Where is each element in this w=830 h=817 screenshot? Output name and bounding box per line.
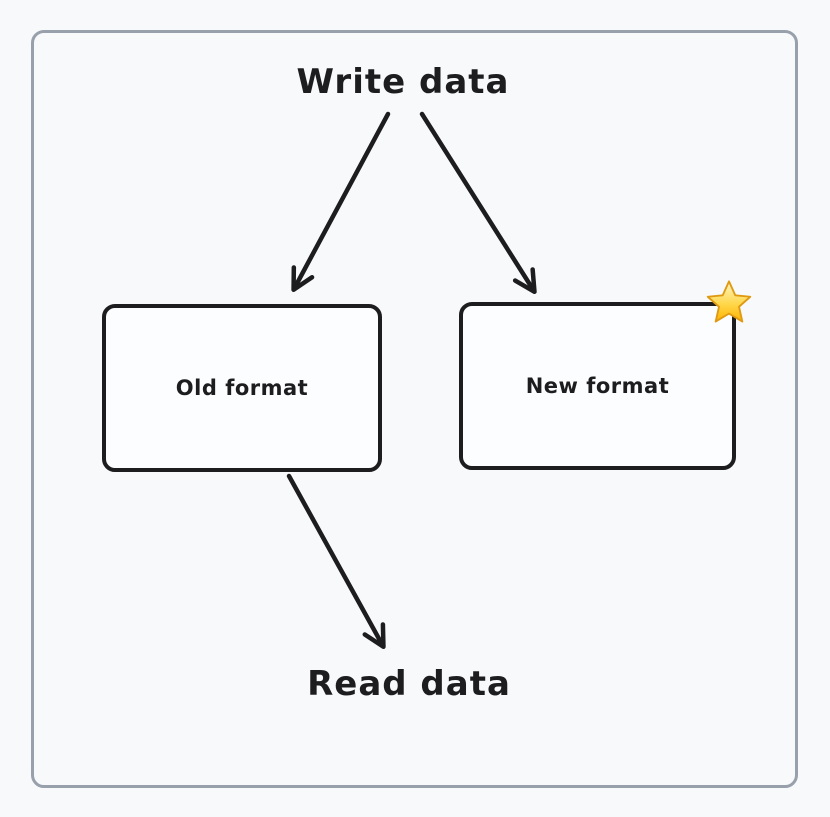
node-old-format-label: Old format — [175, 376, 309, 400]
node-old-format: Old format — [102, 304, 382, 472]
diagram-frame — [31, 30, 798, 788]
node-new-format-label: New format — [525, 374, 670, 398]
node-new-format: New format — [459, 302, 736, 470]
read-data-label: Read data — [307, 664, 511, 704]
star-icon — [706, 280, 752, 323]
write-data-label: Write data — [296, 62, 510, 102]
